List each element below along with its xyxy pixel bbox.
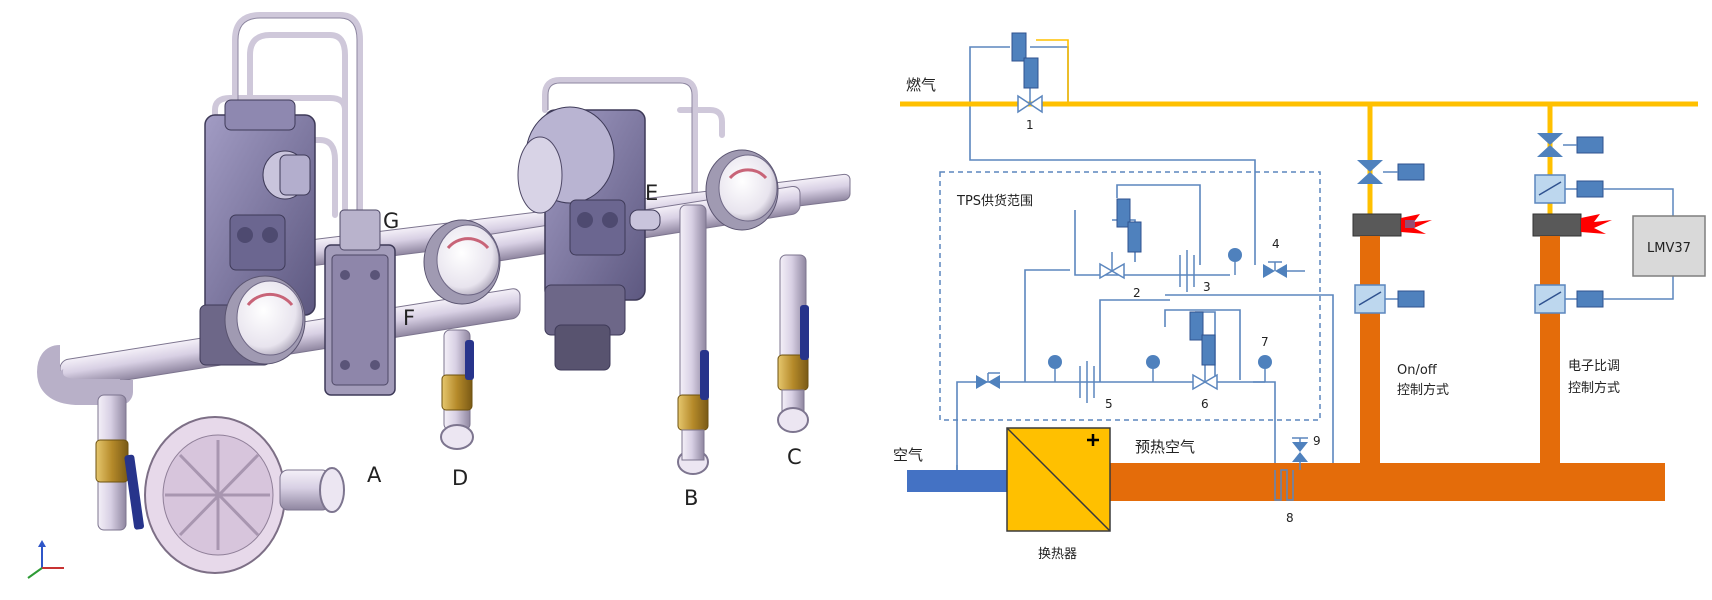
label-e: E: [645, 181, 658, 205]
onoff-gas-valve: [1357, 160, 1425, 184]
onoff-label-2: 控制方式: [1397, 382, 1449, 398]
onoff-air-damper: [1354, 284, 1425, 314]
onoff-burner: [1352, 213, 1432, 237]
component-number-5: 5: [1105, 397, 1113, 411]
valve-6: [1189, 311, 1218, 391]
brass-valve-c: [777, 354, 809, 391]
electronic-label-1: 电子比调: [1568, 359, 1620, 374]
pressure-gauge-d: [423, 219, 501, 305]
pressure-switch-lower-left: [1048, 355, 1062, 382]
electronic-label-2: 控制方式: [1568, 380, 1620, 396]
valve-lower-left: [976, 372, 1000, 389]
component-number-8: 8: [1286, 511, 1294, 525]
pressure-gauge-left: [224, 275, 306, 365]
valve-2: [1099, 198, 1142, 280]
port-d: [440, 424, 474, 450]
brass-valve-d: [441, 374, 473, 411]
label-a: A: [367, 463, 382, 487]
flange-a-port: [319, 467, 345, 513]
lmv37-controller: [1632, 215, 1706, 277]
pipework-3d-illustration: A B C D E F G: [27, 12, 851, 579]
preheated-air-label: 预热空气: [1135, 438, 1195, 456]
impulse-tubing: [212, 12, 725, 223]
valve-4: [1263, 261, 1305, 278]
electronic-air-duct: [1540, 236, 1560, 468]
orifice-5: [1079, 361, 1095, 403]
valve-block-fg: [324, 209, 396, 396]
controller-wiring: [1603, 188, 1674, 300]
tps-scope-box: [939, 171, 1321, 421]
valve-handle-c: [800, 305, 809, 360]
regulator-e: [517, 106, 661, 371]
onoff-label-1: On/off: [1397, 363, 1438, 378]
brass-valve-a: [95, 439, 129, 483]
pressure-switch-mid: [1146, 355, 1160, 382]
valve-handle-a: [124, 454, 145, 530]
valve-handle-d: [465, 340, 474, 380]
electronic-burner: [1532, 213, 1612, 237]
label-b: B: [684, 486, 698, 510]
label-c: C: [787, 445, 802, 469]
left-elbow-pipe: [37, 345, 133, 405]
electronic-gas-valve: [1537, 133, 1604, 157]
component-number-9: 9: [1313, 434, 1321, 448]
brass-valve-b: [677, 394, 709, 431]
onoff-air-duct: [1360, 236, 1380, 468]
tps-scope-label: TPS供货范围: [956, 193, 1033, 209]
coil-8: [1274, 469, 1294, 501]
pressure-switch-7: [1258, 355, 1272, 382]
heat-exchanger: [1006, 427, 1111, 532]
component-number-7: 7: [1261, 335, 1269, 349]
electronic-gas-damper: [1534, 174, 1604, 204]
pressure-gauge-c: [705, 149, 779, 231]
gas-valve-1: [1011, 32, 1069, 114]
pressure-switch-upper: [1228, 248, 1242, 275]
component-number-1: 1: [1026, 118, 1034, 132]
component-number-3: 3: [1203, 280, 1211, 294]
label-d: D: [452, 466, 468, 490]
air-line-label: 空气: [893, 446, 923, 464]
heat-exchanger-label: 换热器: [1038, 547, 1077, 562]
pipe-to-b-lower: [681, 429, 705, 461]
component-number-4: 4: [1272, 237, 1280, 251]
orifice-3: [1179, 250, 1195, 292]
port-c: [777, 407, 809, 433]
gas-air-schematic: TPS供货范围 燃气 1: [893, 32, 1706, 562]
component-number-6: 6: [1201, 397, 1209, 411]
impulse-tubing-outline: [237, 17, 693, 210]
electronic-air-damper: [1534, 284, 1604, 314]
gas-line-label: 燃气: [906, 76, 936, 94]
flange-a-ribs: [165, 440, 270, 550]
label-f: F: [403, 306, 415, 330]
valve-9: [1292, 437, 1308, 470]
air-supply-duct: [907, 470, 1007, 492]
control-lines: [956, 46, 1334, 470]
preheated-air-duct: [1110, 463, 1665, 501]
controller-label: LMV37: [1647, 241, 1691, 256]
axis-triad-icon: [27, 540, 64, 579]
valve-handle-b: [700, 350, 709, 400]
label-g: G: [383, 209, 399, 233]
component-number-2: 2: [1133, 286, 1141, 300]
